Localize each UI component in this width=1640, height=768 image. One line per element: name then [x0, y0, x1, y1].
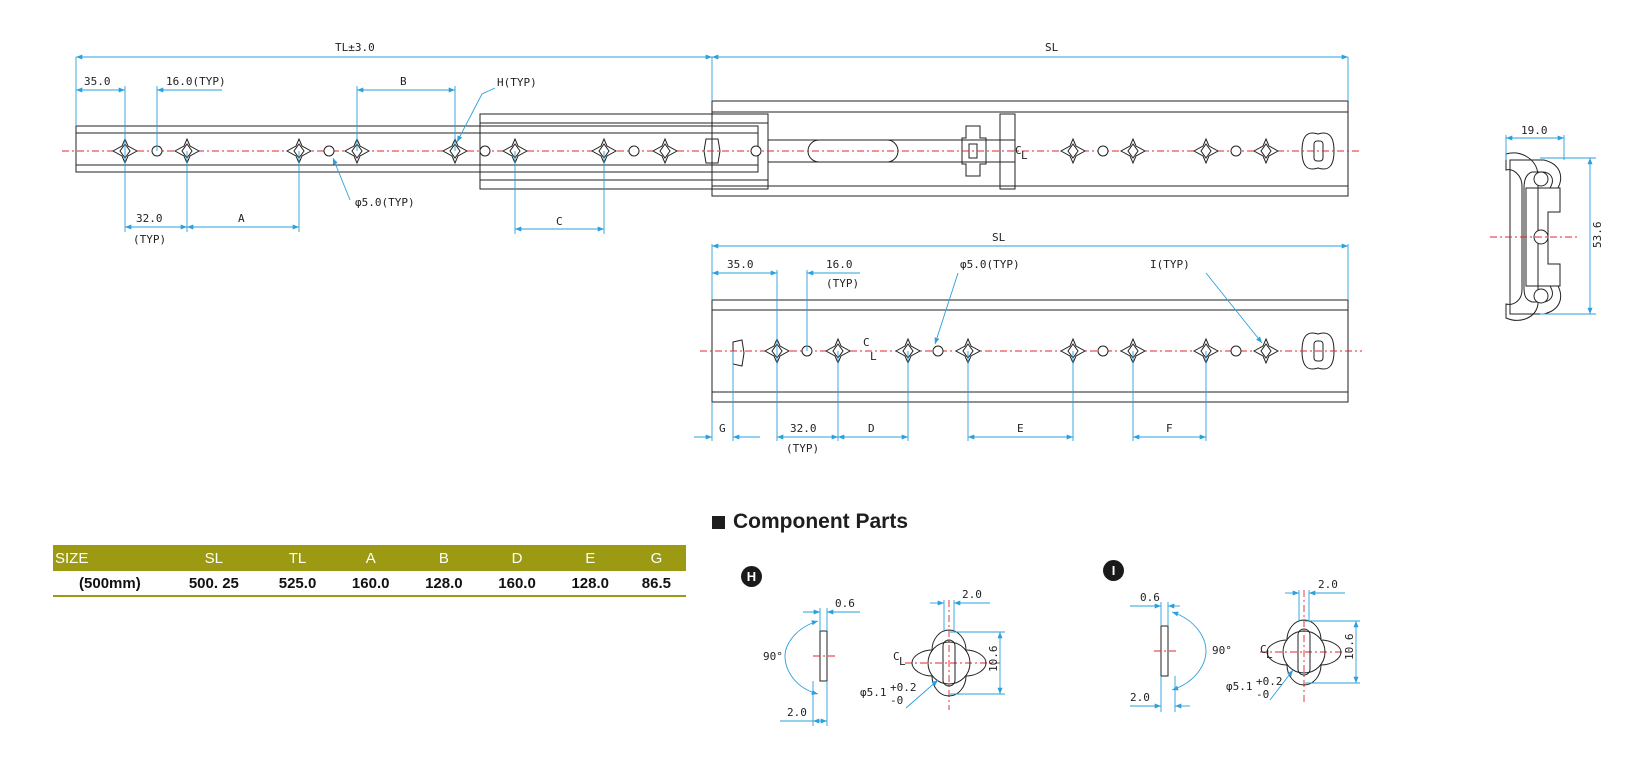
- spec-table: SIZE SL TL A B D E G (500mm) 500. 25 525…: [53, 545, 686, 597]
- centerline-mark-l: L: [1021, 149, 1028, 162]
- label-phi5-typ: φ5.0(TYP): [355, 196, 415, 209]
- side-profile: 19.0 53.6: [1490, 124, 1604, 321]
- header-size: SIZE: [53, 545, 167, 571]
- mounting-hole: [652, 138, 678, 164]
- i-cl-l: L: [1266, 648, 1273, 661]
- dim-32-bottom: 32.0: [790, 422, 817, 435]
- mounting-hole: [1193, 138, 1219, 164]
- dim-35: 35.0: [84, 75, 111, 88]
- header-g: G: [626, 545, 686, 571]
- header-e: E: [553, 545, 627, 571]
- i-angle: 90°: [1212, 644, 1232, 657]
- cell-d: 160.0: [480, 571, 554, 597]
- cell-tl: 525.0: [260, 571, 335, 597]
- cell-a: 160.0: [334, 571, 408, 597]
- dim-16-typ: 16.0(TYP): [166, 75, 226, 88]
- dim-b: B: [400, 75, 407, 88]
- mounting-hole: [1120, 138, 1146, 164]
- spec-table-header: SIZE SL TL A B D E G: [53, 545, 686, 571]
- dim-f: F: [1166, 422, 1173, 435]
- i-phi: φ5.1: [1226, 680, 1253, 693]
- dim-a: A: [238, 212, 245, 225]
- header-a: A: [334, 545, 408, 571]
- h-cl-c: C: [893, 650, 900, 663]
- dim-c: C: [556, 215, 563, 228]
- i-thickness: 0.6: [1140, 591, 1160, 604]
- cell-g: 86.5: [626, 571, 686, 597]
- component-parts-title: Component Parts: [733, 510, 909, 533]
- h-phi: φ5.1: [860, 686, 887, 699]
- label-phi5-typ-bottom: φ5.0(TYP): [960, 258, 1020, 271]
- square-bullet-icon: [712, 515, 725, 529]
- dim-side-height: 53.6: [1591, 222, 1604, 249]
- i-depth: 2.0: [1130, 691, 1150, 704]
- i-tol-up: +0.2: [1256, 675, 1283, 688]
- component-i: 90° 0.6 2.0 2.0 10.6 φ5.1 +0.2 -0 C L: [1130, 578, 1360, 712]
- i-tol-dn: -0: [1256, 688, 1269, 701]
- centerline-mark-l: L: [870, 350, 877, 363]
- i-cl-c: C: [1260, 643, 1267, 656]
- h-depth: 2.0: [787, 706, 807, 719]
- h-angle: 90°: [763, 650, 783, 663]
- latch: [961, 125, 987, 177]
- outer-member-detail: C L SL 35.0 16.0 (TYP) φ5.0(TYP) I(TYP) …: [694, 231, 1362, 455]
- cell-sl: 500. 25: [166, 571, 261, 597]
- header-sl: SL: [166, 545, 261, 571]
- h-cl-l: L: [899, 655, 906, 668]
- outer-member: [711, 100, 1349, 197]
- component-h-badge: H: [741, 566, 762, 587]
- top-slide-assembly: C L TL±3.0 SL 35.0 16.0(TYP) B H(TYP) 32…: [62, 41, 1362, 246]
- header-tl: TL: [260, 545, 335, 571]
- component-h: 90° 0.6 2.0 2.0 10.6 φ5.1 +0.2 -0 C L: [763, 588, 1005, 726]
- label-h-typ: H(TYP): [497, 76, 537, 89]
- h-slot-width: 2.0: [962, 588, 982, 601]
- dim-35-bottom: 35.0: [727, 258, 754, 271]
- dim-tl: TL±3.0: [335, 41, 375, 54]
- dim-32: 32.0: [136, 212, 163, 225]
- dim-32-typ-bottom: (TYP): [786, 442, 819, 455]
- i-slot-width: 2.0: [1318, 578, 1338, 591]
- table-row: (500mm) 500. 25 525.0 160.0 128.0 160.0 …: [53, 571, 686, 597]
- dim-side-width: 19.0: [1521, 124, 1548, 137]
- dim-g: G: [719, 422, 726, 435]
- h-tol-up: +0.2: [890, 681, 917, 694]
- dim-e: E: [1017, 422, 1024, 435]
- dim-sl-bottom: SL: [992, 231, 1006, 244]
- dim-16-typ-bottom: (TYP): [826, 277, 859, 290]
- cell-size: (500mm): [53, 571, 167, 597]
- centerline-mark-c: C: [1015, 144, 1022, 157]
- h-tol-dn: -0: [890, 694, 903, 707]
- cell-b: 128.0: [407, 571, 481, 597]
- dim-d: D: [868, 422, 875, 435]
- dim-sl: SL: [1045, 41, 1059, 54]
- mounting-hole: [1060, 138, 1086, 164]
- label-i-typ: I(TYP): [1150, 258, 1190, 271]
- mounting-hole: [1253, 138, 1279, 164]
- component-parts-heading: Component Parts: [712, 510, 908, 534]
- component-i-badge: I: [1103, 560, 1124, 581]
- cell-e: 128.0: [553, 571, 627, 597]
- h-height: 10.6: [987, 646, 1000, 673]
- i-height: 10.6: [1343, 634, 1356, 661]
- end-connector: [1301, 132, 1335, 170]
- dim-32-typ: (TYP): [133, 233, 166, 246]
- centerline-mark-c: C: [863, 336, 870, 349]
- h-thickness: 0.6: [835, 597, 855, 610]
- dim-16-bottom: 16.0: [826, 258, 853, 271]
- header-b: B: [407, 545, 481, 571]
- mounting-hole: [1253, 338, 1279, 364]
- header-d: D: [480, 545, 554, 571]
